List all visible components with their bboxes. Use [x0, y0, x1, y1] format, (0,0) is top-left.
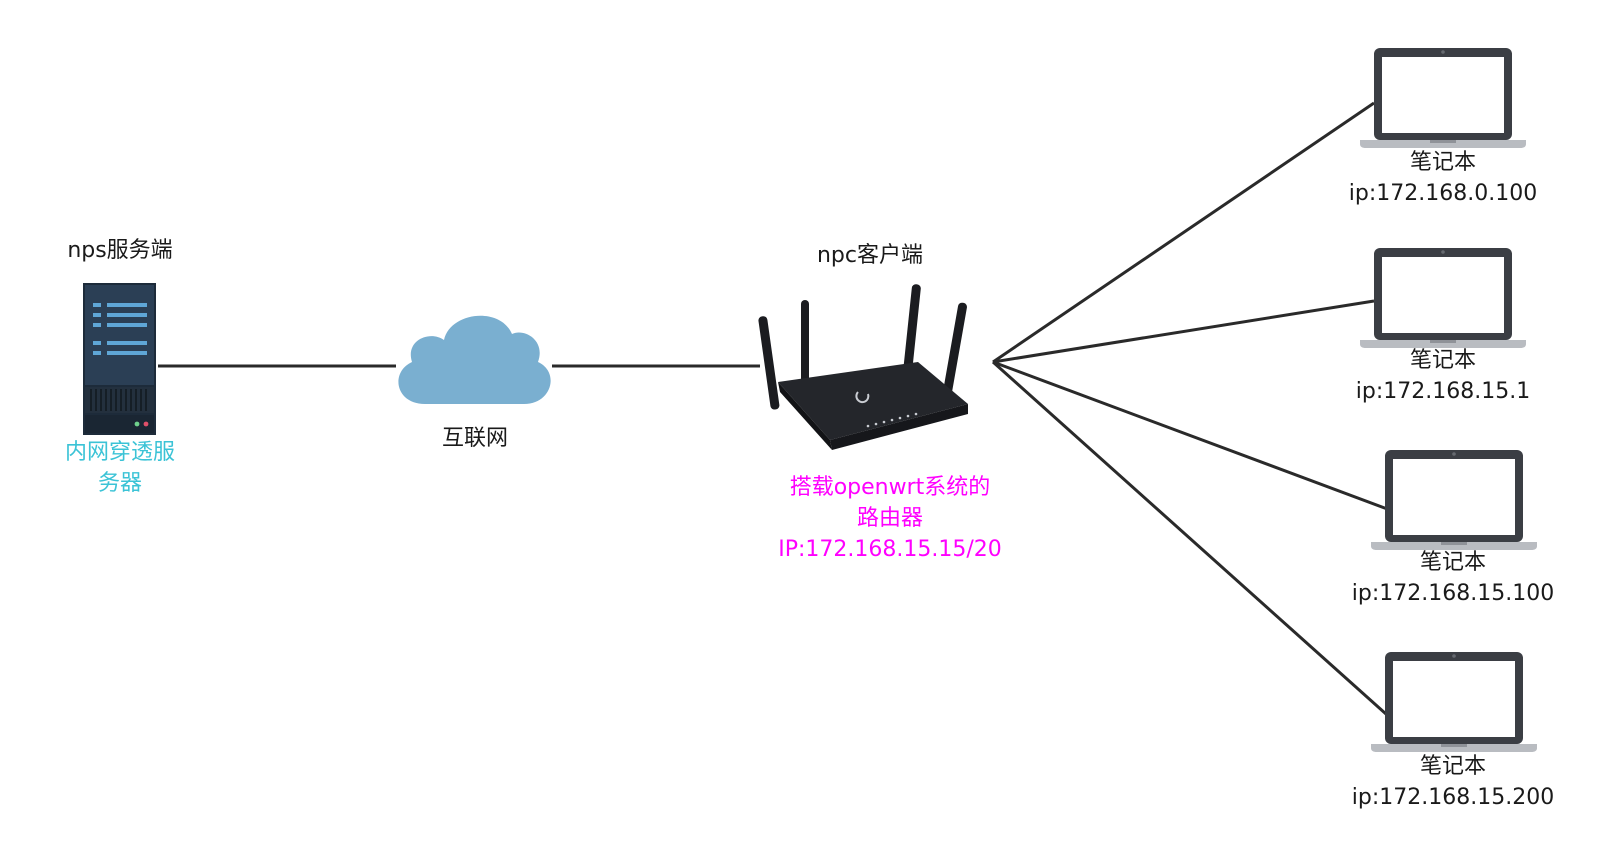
- laptop-icon: [1371, 652, 1537, 752]
- server-tower-icon: [83, 283, 156, 435]
- router-laptop2-link: [992, 299, 1375, 364]
- router-laptop3-link: [992, 360, 1391, 512]
- router-laptop4-link: [991, 360, 1388, 716]
- laptop-name: 笔记本: [1419, 550, 1486, 575]
- laptop-name: 笔记本: [1409, 150, 1476, 175]
- laptop-2-label: 笔记本 ip:172.168.15.1: [1333, 345, 1553, 407]
- server-caption-line1: 内网穿透服: [64, 440, 175, 465]
- laptop-1-label: 笔记本 ip:172.168.0.100: [1333, 147, 1553, 209]
- server-title: nps服务端: [67, 238, 173, 263]
- laptop-ip: ip:172.168.15.100: [1351, 581, 1555, 606]
- laptop-ip: ip:172.168.15.1: [1355, 379, 1531, 404]
- laptop-name: 笔记本: [1409, 348, 1476, 373]
- server-caption: 内网穿透服 务器: [30, 437, 210, 499]
- wifi-router-icon: [758, 284, 968, 450]
- laptop-icon: [1360, 48, 1526, 148]
- router-title: npc客户端: [816, 243, 923, 268]
- laptop-ip: ip:172.168.15.200: [1351, 785, 1555, 810]
- router-caption-line1: 搭载openwrt系统的: [789, 475, 991, 500]
- router-caption-line2: 路由器: [856, 506, 923, 531]
- laptop-4-label: 笔记本 ip:172.168.15.200: [1333, 751, 1573, 813]
- router-caption-line3: IP:172.168.15.15/20: [778, 537, 1002, 562]
- laptop-3-label: 笔记本 ip:172.168.15.100: [1333, 547, 1573, 609]
- router-laptop1-link: [992, 101, 1375, 364]
- router-caption: 搭载openwrt系统的 路由器 IP:172.168.15.15/20: [730, 472, 1050, 565]
- laptop-icon: [1371, 450, 1537, 550]
- laptop-icon: [1360, 248, 1526, 348]
- internet-label: 互联网: [441, 426, 508, 451]
- connection-lines: [158, 101, 1391, 716]
- server-caption-line2: 务器: [97, 471, 142, 496]
- cloud-icon: [398, 315, 551, 404]
- laptop-ip: ip:172.168.0.100: [1348, 181, 1538, 206]
- laptop-name: 笔记本: [1419, 754, 1486, 779]
